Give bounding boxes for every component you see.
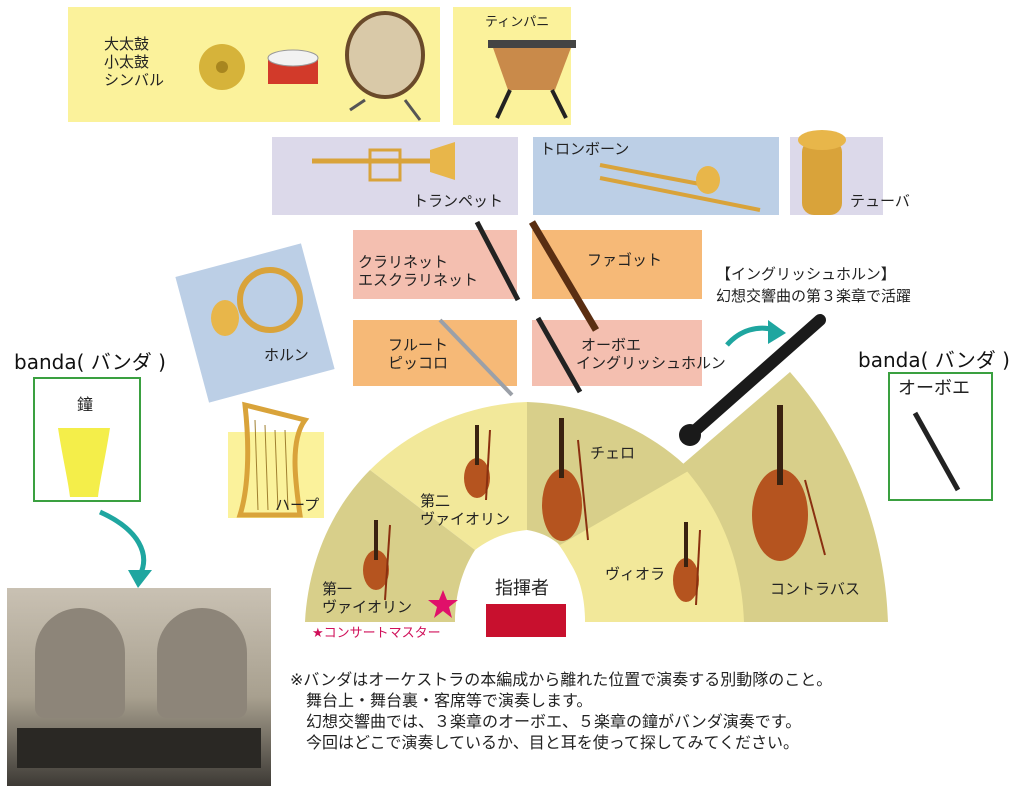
- first-violin-label: 第一 ヴァイオリン: [322, 580, 412, 616]
- viola-label: ヴィオラ: [605, 565, 666, 583]
- arrow-right-icon: [725, 325, 776, 347]
- first-violin-section: [305, 470, 475, 622]
- second-violin-label-line2: ヴァイオリン: [420, 510, 511, 528]
- cello-icon: [542, 418, 589, 541]
- conductor-area: [455, 538, 585, 622]
- snare-drum-icon: [267, 49, 319, 84]
- violin-icon-second: [464, 425, 491, 501]
- bass-drum-label: 大太鼓: [104, 35, 150, 53]
- note-line-3: 幻想交響曲では、３楽章のオーボエ、５楽章の鐘がバンダ演奏です。: [290, 712, 802, 731]
- banda-explanation: ※バンダはオーケストラの本編成から離れた位置で演奏する別動隊のこと。 舞台上・舞…: [290, 669, 832, 753]
- first-violin-label-line1: 第一: [322, 580, 353, 598]
- english-horn-icon: [679, 314, 826, 446]
- trumpet-icon: [312, 142, 455, 182]
- clarinet-label: クラリネット エスクラリネット: [358, 253, 478, 289]
- flute-icon: [438, 318, 514, 397]
- fagotto-label: ファゴット: [587, 251, 663, 269]
- oboe-label: オーボエ イングリッシュホルン: [576, 336, 726, 372]
- bass-drum-icon: [345, 11, 425, 121]
- english-horn-note: 【イングリッシュホルン】 幻想交響曲の第３楽章で活躍: [716, 263, 911, 307]
- horn-label: ホルン: [264, 346, 309, 364]
- second-violin-label-line1: 第二: [420, 492, 451, 510]
- timpani-icon: [488, 40, 576, 119]
- english-horn-note-title: 【イングリッシュホルン】: [716, 265, 896, 283]
- concertmaster-star-icon: [428, 590, 458, 618]
- first-violin-label-line2: ヴァイオリン: [322, 598, 413, 616]
- conductor-box: [486, 604, 566, 637]
- note-line-1: ※バンダはオーケストラの本編成から離れた位置で演奏する別動隊のこと。: [290, 670, 833, 689]
- banda-right-title: banda( バンダ ): [858, 348, 1010, 372]
- flute-label-line1: フルート: [388, 336, 449, 354]
- note-line-4: 今回はどこで演奏しているか、目と耳を使って探してみてください。: [290, 733, 799, 752]
- clarinet-icon: [474, 220, 521, 302]
- cello-label: チェロ: [590, 444, 636, 462]
- arrow-down-icon: [98, 509, 147, 577]
- timpani-label: ティンパニ: [485, 15, 550, 30]
- cymbal-label: シンバル: [104, 71, 165, 89]
- arrow-right-head: [768, 320, 786, 344]
- trombone-icon: [599, 163, 761, 212]
- trombone-label: トロンボーン: [540, 140, 630, 158]
- tuba-label: テューバ: [850, 192, 910, 210]
- concertmaster-label: ★コンサートマスター: [312, 626, 441, 641]
- arrow-down-head: [128, 570, 152, 588]
- clarinet-label-line1: クラリネット: [358, 253, 449, 271]
- note-line-2: 舞台上・舞台裏・客席等で演奏します。: [290, 691, 593, 710]
- second-violin-section: [370, 402, 527, 550]
- contrabass-icon: [752, 405, 826, 561]
- oboe-icon: [535, 316, 583, 394]
- banda-right-instrument: オーボエ: [898, 378, 970, 399]
- percussion-label: 大太鼓 小太鼓 シンバル: [104, 35, 164, 89]
- contrabass-label: コントラバス: [770, 580, 860, 598]
- banda-left-title: banda( バンダ ): [14, 350, 166, 374]
- snare-drum-label: 小太鼓: [104, 53, 150, 71]
- viola-icon: [673, 522, 701, 606]
- second-violin-label: 第二 ヴァイオリン: [420, 492, 510, 528]
- banda-left-instrument: 鐘: [77, 395, 94, 414]
- bell-photo: [7, 588, 271, 786]
- english-horn-note-desc: 幻想交響曲の第３楽章で活躍: [716, 287, 912, 305]
- flute-label-line2: ピッコロ: [388, 354, 449, 372]
- tuba-icon: [798, 130, 846, 215]
- trumpet-label: トランペット: [413, 192, 504, 210]
- conductor-label: 指揮者: [495, 578, 549, 599]
- horn-icon: [211, 267, 303, 336]
- harp-icon: [236, 401, 310, 518]
- banda-oboe-icon: [912, 411, 961, 492]
- oboe-label-line1: オーボエ: [581, 336, 642, 354]
- oboe-label-line2: イングリッシュホルン: [576, 354, 726, 372]
- violin-icon-first: [363, 520, 391, 601]
- bell-icon: [58, 428, 110, 497]
- clarinet-label-line2: エスクラリネット: [358, 271, 479, 289]
- fagotto-icon: [528, 220, 600, 332]
- flute-label: フルート ピッコロ: [388, 336, 448, 372]
- harp-label: ハープ: [275, 496, 320, 514]
- cymbal-icon: [199, 44, 245, 90]
